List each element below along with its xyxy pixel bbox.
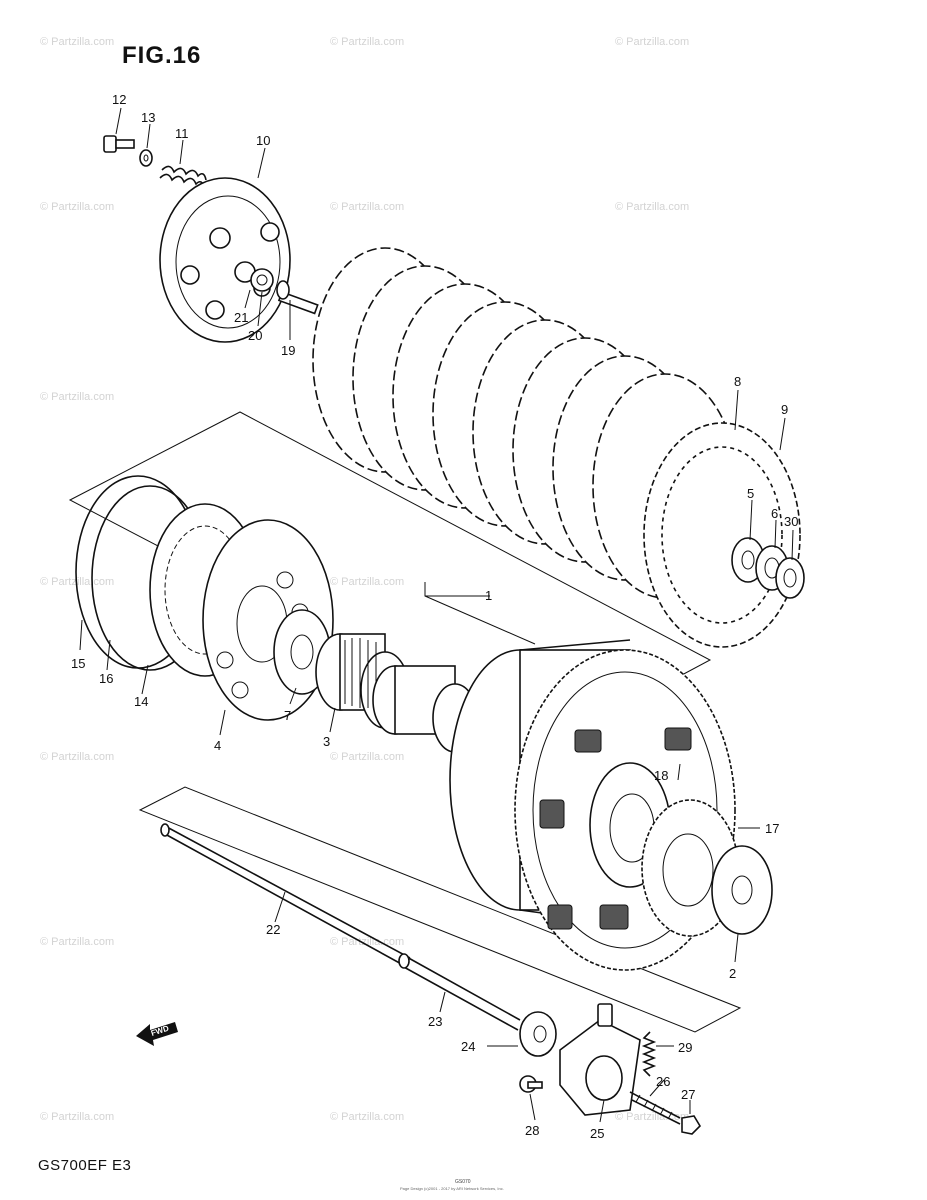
part-release-lever	[559, 1003, 641, 1116]
part-primary-driven-gear	[449, 639, 736, 971]
callout-8: 8	[734, 374, 741, 389]
part-push-piece	[276, 280, 319, 315]
part-push-rod-short	[398, 953, 521, 1031]
fwd-arrow-icon: FWD	[136, 1022, 178, 1046]
watermark: © Partzilla.com	[40, 1111, 114, 1123]
callout-25: 25	[590, 1126, 604, 1141]
callout-10: 10	[256, 133, 270, 148]
callout-15: 15	[71, 656, 85, 671]
watermark: © Partzilla.com	[40, 751, 114, 763]
callout-29: 29	[678, 1040, 692, 1055]
part-push-rod-long	[160, 823, 411, 967]
callout-22: 22	[266, 922, 280, 937]
watermark: © Partzilla.com	[330, 201, 404, 213]
callout-20: 20	[248, 328, 262, 343]
callout-12: 12	[112, 92, 126, 107]
footer-id: GS070	[455, 1179, 471, 1185]
callout-2: 2	[729, 966, 736, 981]
callout-24: 24	[461, 1039, 475, 1054]
watermark: © Partzilla.com	[330, 751, 404, 763]
callout-28: 28	[525, 1123, 539, 1138]
part-clutch-bolt	[103, 135, 135, 153]
callout-5: 5	[747, 486, 754, 501]
callout-23: 23	[428, 1014, 442, 1029]
part-release-screw	[519, 1075, 543, 1093]
callout-1: 1	[485, 588, 492, 603]
callout-18: 18	[654, 768, 668, 783]
model-code: GS700EF E3	[38, 1157, 132, 1174]
watermark: © Partzilla.com	[615, 201, 689, 213]
callout-27: 27	[681, 1087, 695, 1102]
watermark: © Partzilla.com	[615, 36, 689, 48]
callout-14: 14	[134, 694, 148, 709]
part-clutch-spring	[159, 165, 207, 189]
watermark: © Partzilla.com	[40, 391, 114, 403]
part-gear-washer	[711, 845, 773, 935]
watermark: © Partzilla.com	[330, 576, 404, 588]
callout-17: 17	[765, 821, 779, 836]
part-thrust-washer	[775, 557, 805, 599]
watermark: © Partzilla.com	[40, 201, 114, 213]
part-lock-nut	[681, 1115, 702, 1135]
part-adjust-screw	[629, 1091, 681, 1125]
watermark: © Partzilla.com	[330, 36, 404, 48]
callout-30: 30	[784, 514, 798, 529]
callout-16: 16	[99, 671, 113, 686]
part-return-spring	[641, 1031, 657, 1077]
callout-21: 21	[234, 310, 248, 325]
part-bearing-small	[250, 268, 274, 292]
watermark: © Partzilla.com	[40, 36, 114, 48]
callout-3: 3	[323, 734, 330, 749]
watermark: © Partzilla.com	[40, 936, 114, 948]
figure-title: FIG.16	[122, 42, 202, 69]
part-washer	[139, 149, 153, 167]
part-oil-seal	[519, 1011, 557, 1057]
lower-assembly-box	[138, 786, 742, 1033]
callout-19: 19	[281, 343, 295, 358]
watermark: © Partzilla.com	[330, 1111, 404, 1123]
callout-26: 26	[656, 1074, 670, 1089]
callout-numbers: 1 2 3 4 5 6 7 8 9 10 11 12 13 14 15 16 1…	[71, 92, 798, 1141]
callout-9: 9	[781, 402, 788, 417]
part-spacer	[372, 665, 478, 753]
watermark: © Partzilla.com	[330, 936, 404, 948]
leader-lines	[79, 107, 794, 1123]
callout-7: 7	[284, 708, 291, 723]
callout-13: 13	[141, 110, 155, 125]
callout-4: 4	[214, 738, 221, 753]
clutch-plate-stack	[312, 247, 738, 599]
callout-11: 11	[175, 126, 189, 141]
callout-6: 6	[771, 506, 778, 521]
part-drive-plate	[643, 422, 801, 648]
footer-note: Page Design (c)2001 - 2017 by ARI Networ…	[400, 1186, 504, 1191]
part-pressure-plate	[159, 177, 291, 343]
